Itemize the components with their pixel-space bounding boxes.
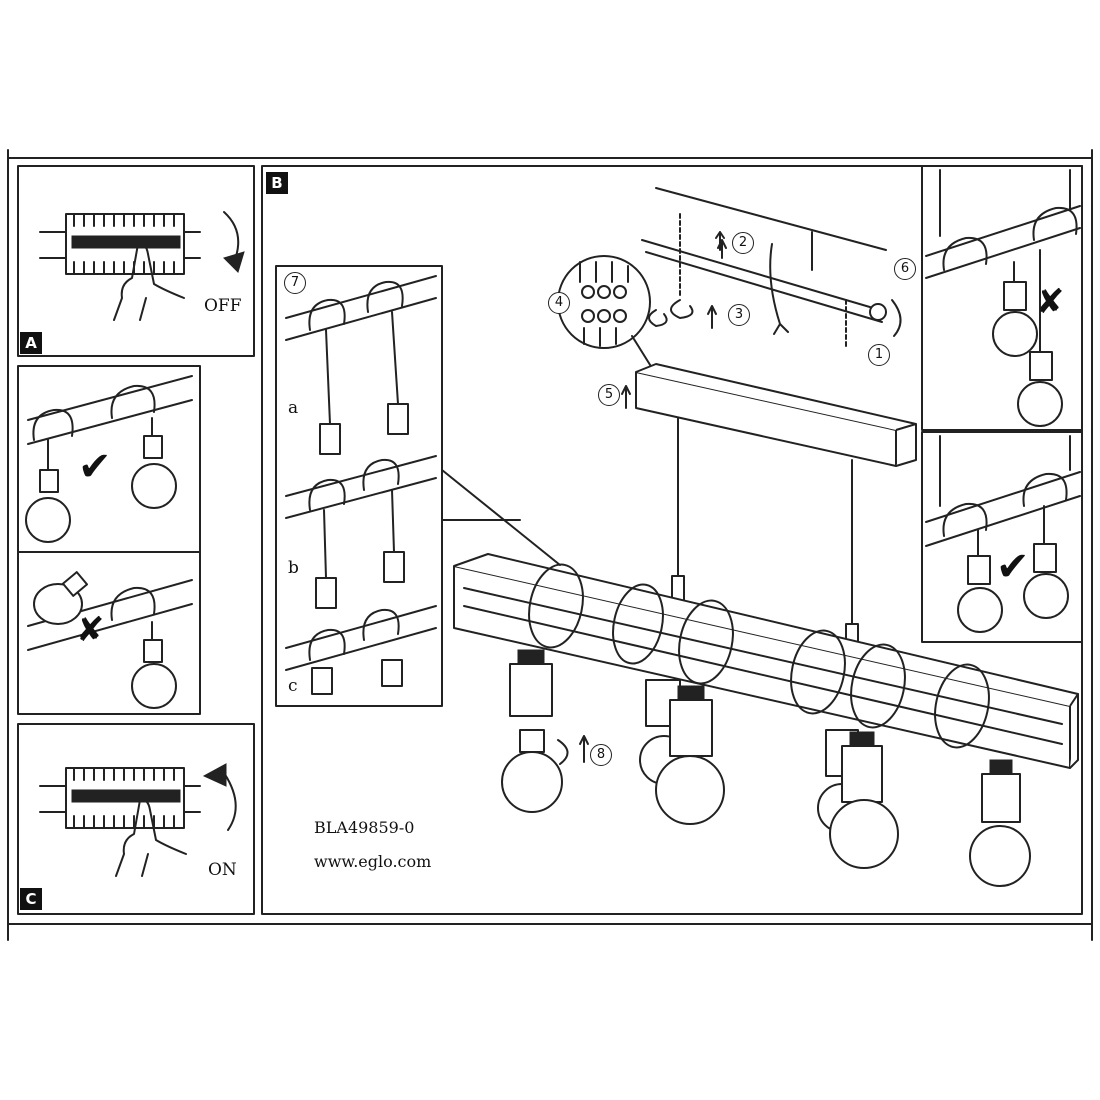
i-beam xyxy=(453,553,1079,769)
step-3-label: 3 xyxy=(728,304,750,326)
right-correct-scene xyxy=(925,435,1081,633)
panel-c-label: C xyxy=(20,888,42,910)
step-4-label: 4 xyxy=(548,292,570,314)
ceiling-bracket xyxy=(641,187,902,347)
step-8-label: 8 xyxy=(590,744,612,766)
step-5-arrow xyxy=(621,385,631,409)
terminal-block-detail xyxy=(557,255,668,369)
fuse-box-on xyxy=(39,763,237,877)
check-mark: ✔ xyxy=(78,444,112,490)
pendant-sockets xyxy=(509,649,1031,887)
step-6-label: 6 xyxy=(894,258,916,280)
switch-off-text: OFF xyxy=(204,296,242,316)
rope-loops xyxy=(528,563,990,749)
step-7b-scene xyxy=(285,455,437,609)
outer-frame xyxy=(7,157,1093,925)
step-7-frame xyxy=(275,265,443,707)
sub-step-c: c xyxy=(288,676,298,696)
website-link[interactable]: www.eglo.com xyxy=(314,852,432,871)
wrong-mounting-scene xyxy=(27,571,193,709)
right-wrong-scene xyxy=(925,169,1081,427)
step-2-label: 2 xyxy=(732,232,754,254)
panel-b-label: B xyxy=(266,172,288,194)
panel-c-frame xyxy=(17,723,255,915)
bulb-install-detail xyxy=(501,729,589,813)
panel-right-correct-frame xyxy=(921,431,1083,643)
step-5-label: 5 xyxy=(598,384,620,406)
cross-mark: ✘ xyxy=(76,610,105,650)
cross-mark-right: ✘ xyxy=(1036,282,1065,322)
panel-right-wrong-frame xyxy=(921,165,1083,431)
step-7c-scene xyxy=(285,605,437,695)
canopy-bar xyxy=(635,363,917,655)
correct-mounting-scene xyxy=(25,375,193,543)
step-7a-scene xyxy=(285,275,437,455)
model-number: BLA49859-0 xyxy=(314,818,415,837)
step-7-label: 7 xyxy=(284,272,306,294)
sub-step-a: a xyxy=(288,398,299,418)
step-1-label: 1 xyxy=(868,344,890,366)
fuse-box-off xyxy=(39,211,245,321)
step-3-arrow xyxy=(707,305,717,329)
panel-a-label: A xyxy=(20,332,42,354)
switch-on-text: ON xyxy=(208,860,237,880)
panel-a-frame xyxy=(17,165,255,357)
check-mark-right: ✔ xyxy=(996,544,1030,590)
step-2-arrow xyxy=(717,239,727,259)
panel-wrong-frame xyxy=(17,551,201,715)
sub-step-b: b xyxy=(288,558,299,578)
